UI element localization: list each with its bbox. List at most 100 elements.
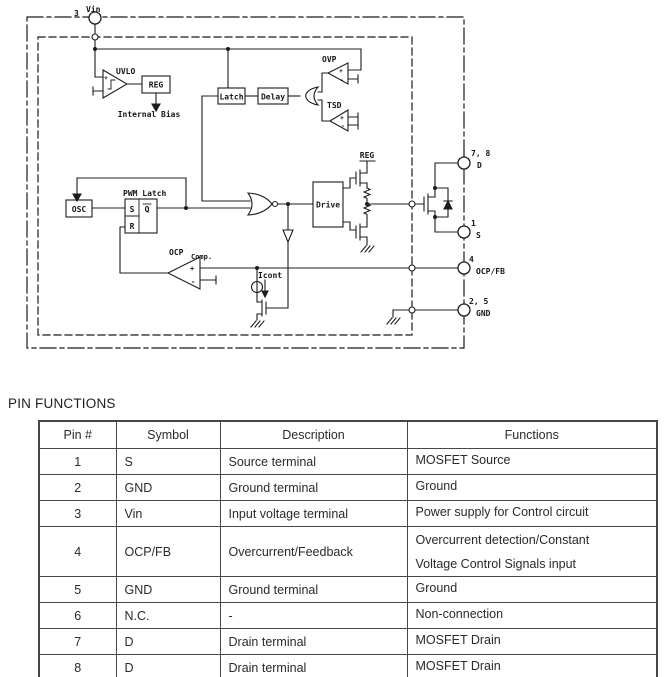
pin-cell: 5 [38,576,117,603]
pin-cell: 1 [38,448,117,475]
functions-cell: Non-connection [406,602,658,629]
ocp-comparator [166,256,201,290]
table-row: 8 D Drain terminal MOSFET Drain [38,654,658,677]
table-row: 3 Vin Input voltage terminal Power suppl… [38,500,658,527]
symbol-cell: GND [115,474,221,501]
description-cell: Input voltage terminal [219,500,408,527]
ovp-comparator [326,62,349,85]
functions-cell: Overcurrent detection/Constant Voltage C… [406,526,658,577]
table-row: 1 S Source terminal MOSFET Source [38,448,658,475]
junction-dots [93,47,437,270]
nor-gate [246,192,279,216]
source-pin-number: 1 [471,219,476,228]
functions-cell: Ground [406,576,658,603]
symbol-cell: GND [115,576,221,603]
symbol-cell: N.C. [115,602,221,629]
functions-cell: Ground [406,474,658,501]
pin-cell: 6 [38,602,117,629]
functions-cell: MOSFET Drain [406,628,658,655]
power-mosfet [423,162,459,233]
description-cell: Ground terminal [219,474,408,501]
symbol-cell: OCP/FB [115,526,221,577]
functions-cell: MOSFET Drain [406,654,658,677]
icont-label: Icont [258,271,282,280]
pin-cell: 2 [38,474,117,501]
gnd-pin-number: 2, 5 [469,297,488,306]
osc-sync-arrow [72,193,82,203]
ocp-label: OCP [169,248,184,257]
ovp-minus: - [340,76,344,84]
header-pin: Pin # [38,420,117,449]
functions-cell: Power supply for Control circuit [406,500,658,527]
block-diagram: 3 Vin 7, 8 D 1 S 4 OCP/FB 2, 5 GND UVLO … [26,4,505,349]
pin-functions-table: Pin # Symbol Description Functions 1 S S… [38,420,658,677]
internal-bias-label: Internal Bias [118,109,181,119]
icont-current-source [250,279,269,299]
drive-label: Drive [316,200,340,210]
source-pin [457,225,471,239]
pin-cell: 8 [38,654,117,677]
icont-mosfet [256,299,289,321]
ocpfb-pin-number: 4 [469,255,474,264]
source-pin-label: S [476,231,481,240]
sr-s-label: S [130,205,135,214]
uvlo-plus: + [104,74,108,82]
feedthrough-circles [91,33,416,314]
header-symbol: Symbol [115,420,221,449]
description-cell: Drain terminal [219,628,408,655]
symbol-cell: D [115,628,221,655]
gate-inverter [282,229,294,244]
table-row: 5 GND Ground terminal Ground [38,576,658,603]
osc-label: OSC [72,205,87,214]
delay-block [257,87,289,105]
vin-pin-label: Vin [86,4,101,14]
vin-pin [88,11,102,25]
pin-cell: 4 [38,526,117,577]
table-header-row: Pin # Symbol Description Functions [38,420,658,449]
delay-label: Delay [261,93,285,102]
ground-symbol-output-stage [360,245,375,253]
internal-bias-arrow [151,92,161,113]
description-cell: Drain terminal [219,654,408,677]
ocpfb-pin-label: OCP/FB [476,267,505,276]
gnd-pin [457,303,471,317]
ocpfb-pin [457,261,471,275]
comp-label: Comp. [191,253,212,261]
drain-pin [457,156,471,170]
functions-line-2: Voltage Control Signals input [415,557,577,571]
latch-block [217,87,246,105]
osc-block [65,199,93,218]
ocp-plus: + [190,265,194,273]
header-description: Description [219,420,408,449]
protection-or-gate [305,86,320,106]
drain-pin-label: D [477,161,482,170]
ovp-plus: + [339,67,343,75]
symbol-cell: S [115,448,221,475]
functions-cell: MOSFET Source [406,448,658,475]
tsd-label: TSD [327,101,342,110]
ground-symbol-icont [250,320,265,328]
symbol-cell: D [115,654,221,677]
wiring [76,23,459,318]
pin-cell: 7 [38,628,117,655]
symbol-cell: Vin [115,500,221,527]
chip-dashed-border [37,36,413,336]
reg-label: REG [149,81,164,90]
table-row: 6 N.C. - Non-connection [38,602,658,629]
vin-pin-number: 3 [74,9,79,18]
gnd-pin-label: GND [476,309,491,318]
uvlo-label: UVLO [116,67,135,76]
body-diode [434,187,453,218]
ocp-minus: - [191,278,195,286]
tsd-minus: - [341,122,345,130]
output-stage [342,160,425,246]
drive-block [312,181,344,228]
ovp-label: OVP [322,55,337,64]
reg-supply-label: REG [360,151,375,160]
description-cell: - [219,602,408,629]
tsd-plus: + [340,114,344,122]
header-functions: Functions [406,420,658,449]
ground-symbol-gnd-pin [386,317,401,325]
sr-q-label: Q [145,205,150,214]
